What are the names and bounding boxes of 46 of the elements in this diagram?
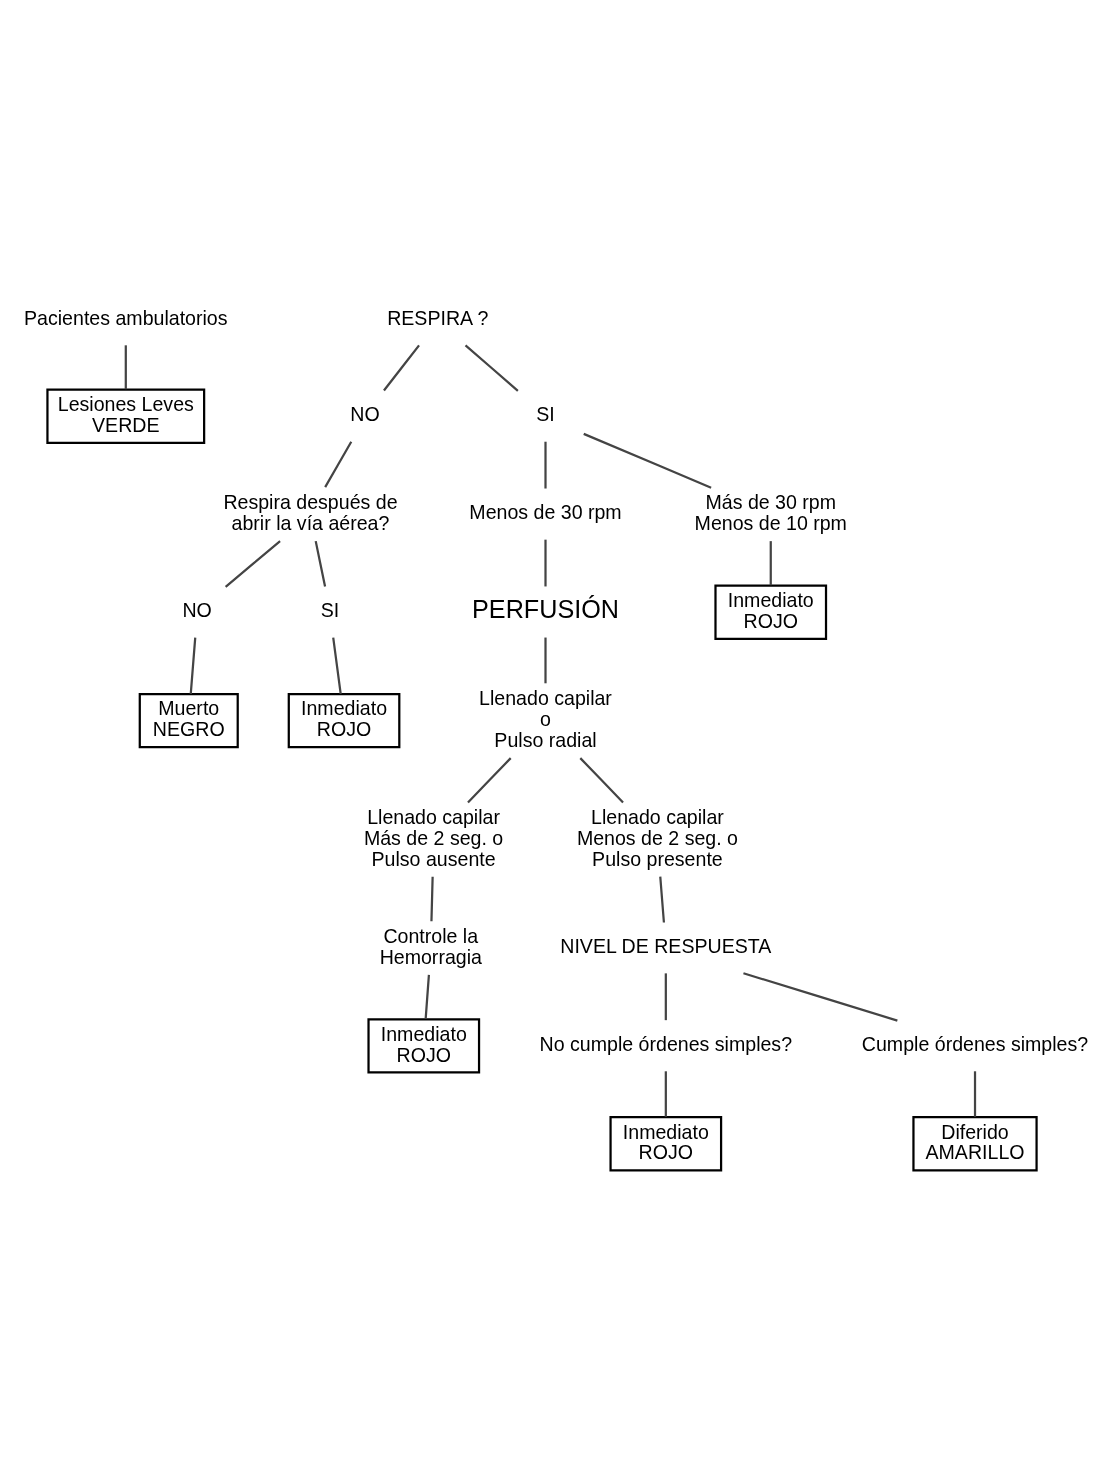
connector	[314, 540, 327, 587]
node-text: No cumple órdenes simples?	[539, 1033, 793, 1056]
connector	[324, 441, 353, 488]
connector	[583, 432, 712, 489]
connector	[383, 344, 420, 392]
connector	[430, 876, 434, 922]
node-text: Llenado capilar o Pulso radial	[479, 686, 612, 751]
node-box: Muerto NEGRO	[138, 692, 239, 749]
node-text: Pacientes ambulatorios	[24, 306, 228, 329]
node-text: RESPIRA ?	[387, 306, 489, 329]
connector	[124, 345, 127, 390]
node-text: Llenado capilar Más de 2 seg. o Pulso ausente	[363, 805, 504, 870]
connector	[544, 637, 547, 684]
connector	[332, 637, 342, 694]
connector	[544, 441, 547, 489]
node-box: Inmediato ROJO	[609, 1116, 723, 1172]
node-text: NO	[182, 599, 212, 622]
node-text: Más de 30 rpm Menos de 10 rpm	[694, 490, 847, 534]
connector	[664, 1071, 667, 1117]
node-text: Llenado capilar Menos de 2 seg. o Pulso presente	[576, 805, 738, 870]
node-box: Lesiones Leves VERDE	[46, 388, 206, 444]
connector	[579, 757, 624, 804]
node-box: Inmediato ROJO	[367, 1018, 481, 1074]
node-box: Inmediato ROJO	[714, 584, 828, 640]
connector	[743, 972, 898, 1022]
node-text: SI	[320, 599, 340, 622]
node-text: Respira después de abrir la vía aérea?	[223, 490, 398, 534]
node-text: Cumple órdenes simples?	[861, 1033, 1089, 1056]
connector	[467, 757, 512, 804]
connector	[659, 876, 666, 923]
connector	[464, 344, 519, 392]
connector	[224, 540, 281, 588]
connector	[664, 973, 667, 1021]
node-text: NO	[350, 403, 380, 426]
node-text: Controle la Hemorragia	[379, 924, 482, 968]
node-text: PERFUSIÓN	[472, 595, 619, 624]
node-text: SI	[536, 403, 555, 426]
connector	[189, 637, 197, 694]
connector	[973, 1071, 977, 1117]
connector	[544, 539, 547, 587]
connector	[769, 541, 772, 586]
connector	[424, 974, 431, 1019]
node-box: Diferido AMARILLO	[912, 1116, 1038, 1172]
node-text: NIVEL DE RESPUESTA	[560, 935, 772, 958]
node-box: Inmediato ROJO	[287, 692, 401, 749]
node-text: Menos de 30 rpm	[469, 501, 622, 524]
